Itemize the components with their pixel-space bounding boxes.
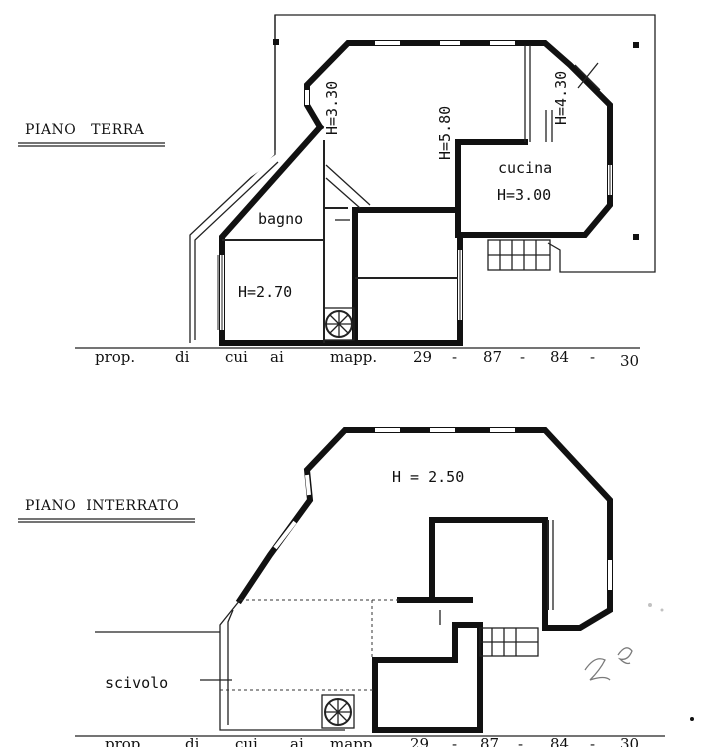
property-line-text: prop. di cui ai mapp. 29 - 87 - 84 - 30: [95, 348, 639, 370]
height-label-250: H = 2.50: [392, 468, 464, 486]
svg-text:di: di: [175, 348, 190, 366]
interior-wall: [352, 207, 461, 346]
basement-windows: [273, 428, 612, 715]
ground-floor-plan: PIANO TERRA H=3.30 H=5.80 H=4.30 cucina …: [18, 14, 656, 370]
svg-text:-: -: [590, 348, 595, 366]
svg-text:-: -: [590, 735, 595, 747]
svg-text:-: -: [520, 348, 525, 366]
height-label-300: H=3.00: [497, 186, 551, 204]
site-marker: [633, 234, 639, 240]
spiral-stair-icon: [323, 307, 355, 341]
basement-plan: PIANO INTERRATO H = 2.50 scivolo prop. d…: [18, 427, 694, 747]
site-boundary-inner: [194, 161, 279, 340]
stair-basement: [479, 627, 539, 657]
svg-text:ai: ai: [270, 348, 284, 366]
basement-perimeter-wall: [227, 609, 234, 725]
svg-text:-: -: [452, 348, 457, 366]
windows: [217, 41, 612, 330]
svg-text:84: 84: [550, 348, 569, 366]
basement-wall: [372, 622, 483, 733]
basement-perimeter-wall: [219, 599, 345, 731]
diagonal-line: [325, 177, 361, 209]
basement-title: PIANO INTERRATO: [25, 498, 179, 514]
stamp-mark: [584, 603, 664, 681]
room-label-scivolo: scivolo: [105, 674, 168, 692]
dot-mark: [690, 717, 694, 721]
svg-text:30: 30: [620, 352, 639, 370]
height-label-270: H=2.70: [238, 283, 292, 301]
svg-text:29: 29: [413, 348, 432, 366]
x-mark: [577, 62, 599, 89]
svg-text:di: di: [185, 735, 200, 747]
svg-text:ai: ai: [290, 735, 304, 747]
svg-text:prop.: prop.: [95, 348, 135, 366]
stair-ground: [487, 239, 551, 271]
room-label-cucina: cucina: [498, 159, 552, 177]
height-label-580: H=5.80: [436, 106, 454, 160]
height-label-430: H=4.30: [552, 71, 570, 125]
svg-text:30: 30: [620, 735, 639, 747]
svg-text:-: -: [452, 735, 457, 747]
room-label-bagno: bagno: [258, 210, 303, 228]
svg-text:87: 87: [483, 348, 502, 366]
svg-text:prop.: prop.: [105, 735, 145, 747]
svg-text:mapp.: mapp.: [330, 735, 377, 747]
svg-text:mapp.: mapp.: [330, 348, 377, 366]
basement-perimeter-wall: [235, 427, 613, 631]
spiral-stair-icon: [321, 694, 355, 729]
ground-floor-title: PIANO TERRA: [25, 122, 145, 138]
x-mark: [574, 64, 601, 91]
svg-text:cui: cui: [225, 348, 248, 366]
site-marker: [273, 39, 279, 45]
basement-property-line-text: prop. di cui ai mapp. 29 - 87 - 84 - 30: [105, 735, 639, 747]
svg-text:-: -: [518, 735, 523, 747]
site-boundary: [189, 14, 656, 343]
site-marker: [633, 42, 639, 48]
svg-text:29: 29: [410, 735, 429, 747]
svg-text:cui: cui: [235, 735, 258, 747]
height-label-330: H=3.30: [323, 81, 341, 135]
diagonal-line: [325, 164, 371, 206]
svg-text:84: 84: [550, 735, 569, 747]
svg-text:87: 87: [480, 735, 499, 747]
